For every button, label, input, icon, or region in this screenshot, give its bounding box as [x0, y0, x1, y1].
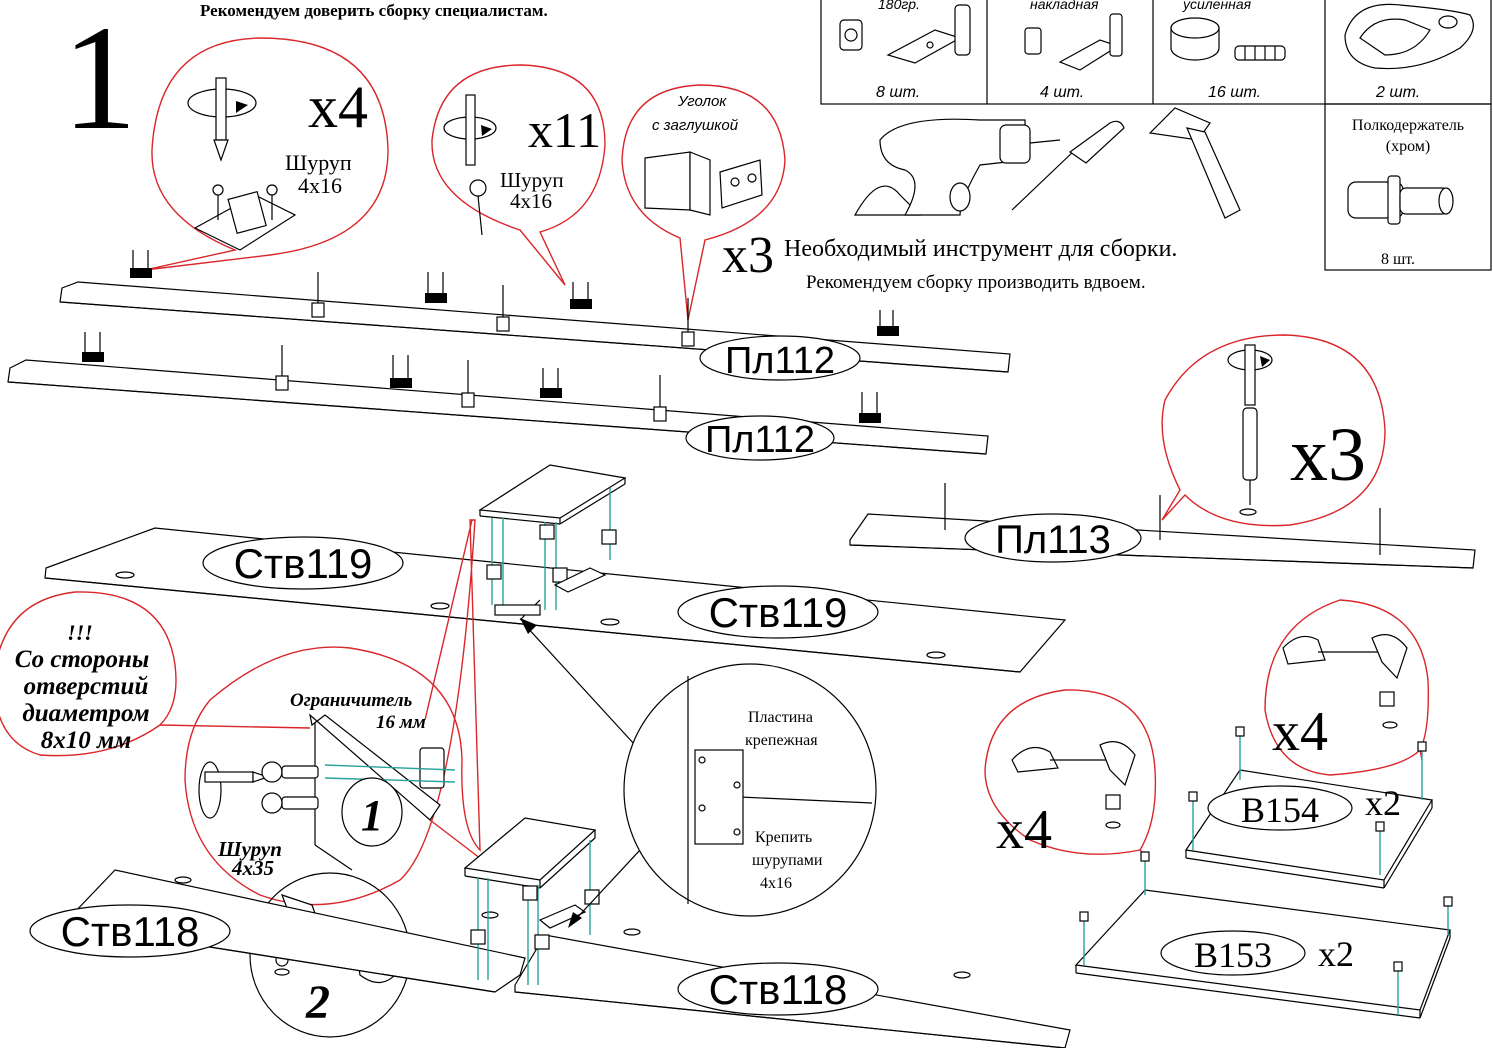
upper-box-assembly — [478, 464, 627, 616]
hammer-left-multiplier: x4 — [996, 799, 1052, 861]
panel-pl112-hardware — [82, 250, 899, 423]
tools-note: Рекомендуем сборку производить вдвоем. — [806, 272, 1146, 293]
shelf-support-subtitle: (хром) — [1386, 138, 1430, 155]
eccentric-qty: 16 шт. — [1208, 84, 1261, 101]
warning-line-3: отверстий — [24, 673, 149, 700]
hinge-screw-label: Шуруп — [285, 150, 352, 175]
hinge-180-icon — [839, 4, 971, 64]
warning-line-5: 8x10 мм — [41, 727, 132, 754]
corner-label-2: с заглушкой — [652, 117, 739, 134]
stv118-b-text: Ств118 — [709, 966, 848, 1013]
warning-line-4: диаметром — [22, 700, 149, 727]
hammer-right-multiplier: x4 — [1272, 701, 1328, 763]
tools-group: x3 Необходимый инструмент для сборки. Ре… — [722, 107, 1241, 293]
callout-warning: !!! Со стороны отверстий диаметром 8x10 … — [0, 591, 311, 757]
plate-label-2: крепежная — [745, 732, 818, 749]
pl112-a-text: Пл112 — [725, 340, 835, 382]
limiter-step-1: 1 — [361, 791, 383, 840]
tools-caption: Необходимый инструмент для сборки. — [784, 236, 1177, 262]
warning-line-2: Со стороны — [15, 646, 150, 673]
shelf-support-qty: 8 шт. — [1381, 251, 1415, 268]
callout-confirmat: x3 — [1161, 334, 1386, 527]
callout-hinge-screw: x4 Шуруп 4x16 — [144, 37, 389, 271]
panel-pl112-b — [7, 359, 989, 455]
hammer-icon — [1148, 107, 1241, 219]
plate-fix-2: шурупами — [752, 852, 823, 869]
limiter-screw-size: 4x35 — [231, 856, 274, 880]
panel-pl112-a — [59, 281, 1011, 373]
plate-fix-1: Крепить — [755, 829, 812, 846]
label-pl112-a: Пл112 — [699, 335, 861, 382]
panel-stv119 — [44, 527, 1067, 673]
v153-text: В153 — [1194, 935, 1272, 975]
plate-fix-3: 4x16 — [760, 875, 792, 892]
corner-bracket-icon — [644, 151, 763, 216]
callout-hammer-right: x4 — [1264, 599, 1429, 776]
limiter-step-2: 2 — [305, 976, 330, 1029]
callout-plate: Пластина крепежная Крепить шурупами 4x16 — [520, 618, 877, 928]
plate-label-1: Пластина — [748, 709, 813, 726]
hinge-180-label: 180гр. — [878, 0, 920, 12]
panel-v154: В154 x2 — [1184, 726, 1433, 889]
label-pl112-b: Пл112 — [685, 415, 835, 461]
screwdriver-icon — [1011, 120, 1125, 211]
eccentric-icon — [1170, 17, 1286, 61]
corner-label-1: Уголок — [677, 93, 727, 110]
warning-line-1: !!! — [67, 620, 93, 645]
corner-screw-size: 4x16 — [510, 189, 552, 213]
stv119-a-text: Ств119 — [234, 540, 373, 587]
eccentric-label: усиленная — [1182, 0, 1252, 12]
hinge-screw-size: 4x16 — [298, 173, 342, 198]
hinge-180-qty: 8 шт. — [876, 84, 920, 101]
label-stv118-a: Ств118 — [29, 904, 231, 958]
callout-hammer-left: x4 — [984, 689, 1157, 861]
limiter-size: 16 мм — [376, 712, 426, 733]
hinge-cup-icon — [193, 184, 297, 251]
v154-text: В154 — [1241, 790, 1319, 830]
panel-v153: В153 x2 — [1074, 851, 1453, 1019]
panel-pl113: Пл113 — [849, 483, 1476, 569]
hinge-overlay-icon — [1024, 13, 1123, 71]
v153-qty: x2 — [1318, 934, 1354, 974]
lower-box-assembly — [463, 817, 600, 985]
v154-qty: x2 — [1365, 783, 1401, 823]
drill-icon — [853, 118, 1061, 216]
shelf-support-box — [1324, 103, 1492, 271]
hinge-overlay-qty: 4 шт. — [1040, 84, 1084, 101]
label-stv119-b: Ств119 — [677, 585, 879, 639]
header-recommendation: Рекомендуем доверить сборку специалистам… — [200, 1, 548, 20]
stv118-a-text: Ств118 — [61, 908, 200, 955]
callout-corner-screw: x11 Шуруп 4x16 — [431, 64, 606, 286]
fittings-table: 180гр. накладная усиленная — [820, 0, 1492, 271]
stv119-b-text: Ств119 — [709, 589, 848, 636]
corner-screw-multiplier: x11 — [528, 102, 601, 158]
handle-qty: 2 шт. — [1375, 84, 1420, 101]
limiter-screw-label: Шуруп — [217, 837, 282, 861]
step-number: 1 — [62, 0, 137, 161]
handle-icon — [1344, 3, 1474, 70]
label-stv119-a: Ств119 — [202, 536, 404, 590]
pl112-b-text: Пл112 — [705, 419, 815, 461]
corner-screw-label: Шуруп — [500, 168, 564, 192]
hinge-screw-multiplier: x4 — [308, 74, 368, 140]
shelf-support-icon — [1347, 175, 1454, 225]
confirmat-multiplier: x3 — [1290, 413, 1366, 497]
hinge-overlay-label: накладная — [1030, 0, 1099, 12]
tools-multiplier: x3 — [722, 227, 774, 284]
callout-corner: Уголок с заглушкой — [621, 84, 786, 321]
shelf-support-title: Полкодержатель — [1352, 117, 1464, 134]
label-stv118-b: Ств118 — [677, 962, 879, 1016]
limiter-label: Ограничитель — [290, 690, 413, 711]
pl113-text: Пл113 — [995, 518, 1111, 562]
